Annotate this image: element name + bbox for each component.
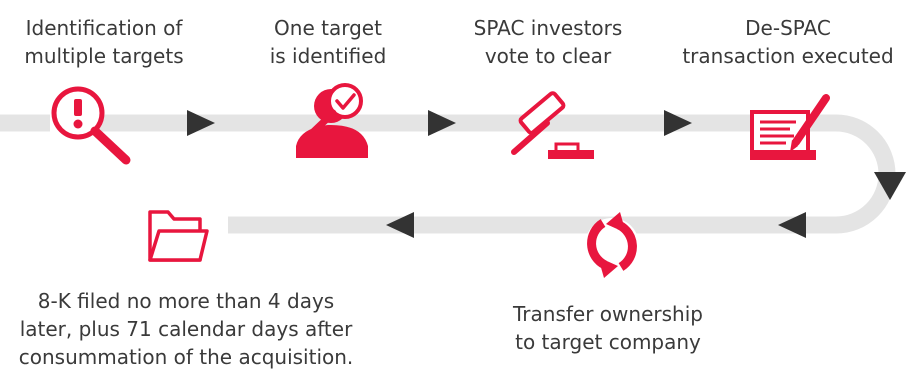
step-label-line: 8-K filed no more than 4 days [37,289,335,313]
step-label-8k-filing: 8-K filed no more than 4 days later, plu… [0,287,372,371]
step-label-line: vote to clear [484,44,612,68]
step-label-line: consummation of the acquisition. [18,345,354,369]
flow-arrow-2 [428,110,456,136]
step-label-line: One target [274,16,382,40]
gavel-icon [511,91,594,159]
flow-arrow-3 [664,110,692,136]
flow-arrow-4 [874,172,906,200]
folder-icon [148,210,209,262]
step-label-line: Transfer ownership [513,302,703,326]
step-label-line: Identification of [25,16,183,40]
step-label-target-identified: One target is identified [258,14,398,70]
step-label-line: transaction executed [682,44,894,68]
magnifier-exclamation-icon [50,86,131,165]
step-label-investor-vote: SPAC investors vote to clear [458,14,638,70]
step-label-line: later, plus 71 calendar days after [19,317,353,341]
flow-arrow-5 [778,212,806,238]
step-label-line: is identified [269,44,387,68]
step-label-line: multiple targets [24,44,184,68]
document-pen-icon [750,94,830,160]
flow-arrow-1 [187,110,215,136]
flow-arrow-6 [386,212,414,238]
step-label-identification: Identification of multiple targets [4,14,204,70]
step-label-line: SPAC investors [473,16,623,40]
step-label-transfer-ownership: Transfer ownership to target company [498,300,718,356]
step-label-line: to target company [515,330,701,354]
circular-arrows-icon [585,212,639,278]
step-label-de-spac: De-SPAC transaction executed [668,14,908,70]
person-checkmark-icon [296,83,368,158]
step-label-line: De-SPAC [745,16,831,40]
